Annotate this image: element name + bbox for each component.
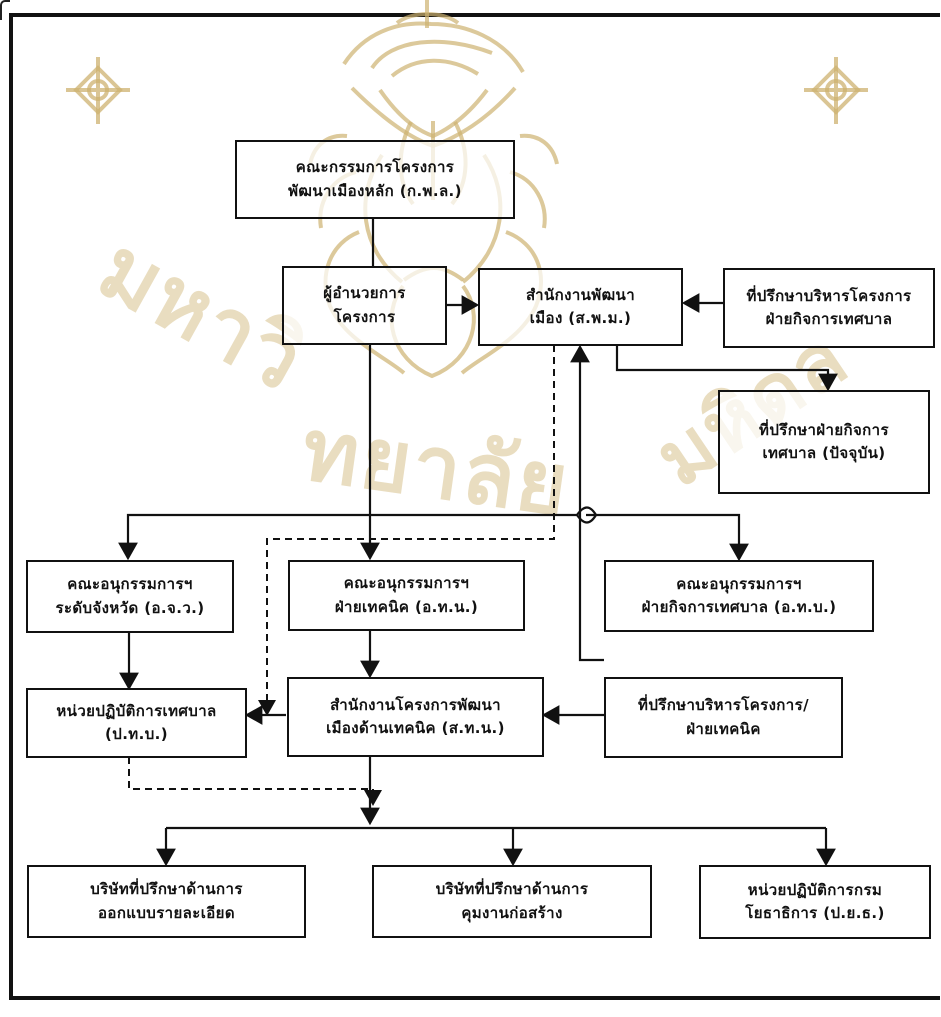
scan-corner-mark xyxy=(0,0,10,20)
municipal-operations-unit-line1: หน่วยปฏิบัติการเทศบาล xyxy=(56,701,217,720)
technical-project-office-box: สำนักงานโครงการพัฒนา เมืองด้านเทคนิค (ส.… xyxy=(287,677,544,757)
construction-supervision-consultant-box: บริษัทที่ปรึกษาด้านการ คุมงานก่อสร้าง xyxy=(372,865,652,938)
municipal-operations-unit-box: หน่วยปฏิบัติการเทศบาล (ป.ท.บ.) xyxy=(26,688,247,758)
municipal-affairs-advisor-box: ที่ปรึกษาฝ่ายกิจการ เทศบาล (ปัจจุบัน) xyxy=(718,390,930,494)
municipal-admin-advisor-line1: ที่ปรึกษาบริหารโครงการ xyxy=(746,286,912,305)
technical-admin-advisor-box: ที่ปรึกษาบริหารโครงการ/ ฝ่ายเทคนิค xyxy=(604,677,843,758)
steering-committee-label-line2: พัฒนาเมืองหลัก (ก.พ.ล.) xyxy=(288,181,462,200)
municipal-subcommittee-line1: คณะอนุกรรมการฯ xyxy=(676,574,802,593)
provincial-subcommittee-line2: ระดับจังหวัด (อ.จ.ว.) xyxy=(55,598,205,617)
public-works-unit-box: หน่วยปฏิบัติการกรม โยธาธิการ (ป.ย.ธ.) xyxy=(699,865,931,939)
technical-subcommittee-line1: คณะอนุกรรมการฯ xyxy=(343,574,470,593)
detailed-design-consultant-line2: ออกแบบรายละเอียด xyxy=(98,903,235,922)
dashed-operations-unit-to-consultants xyxy=(128,757,382,806)
diagram-frame xyxy=(9,13,940,1000)
public-works-unit-line2: โยธาธิการ (ป.ย.ธ.) xyxy=(745,904,885,922)
municipal-subcommittee-box: คณะอนุกรรมการฯ ฝ่ายกิจการเทศบาล (อ.ท.บ.) xyxy=(604,560,874,632)
arrow-to-provincial-subcommittee xyxy=(118,513,577,561)
technical-admin-advisor-line2: ฝ่ายเทคนิค xyxy=(686,719,761,738)
dashed-urban-office-to-operations-unit xyxy=(258,345,555,716)
urban-office-label-line1: สำนักงานพัฒนา xyxy=(525,285,636,304)
detailed-design-consultant-box: บริษัทที่ปรึกษาด้านการ ออกแบบรายละเอียด xyxy=(27,865,306,938)
technical-admin-advisor-line1: ที่ปรึกษาบริหารโครงการ/ xyxy=(638,696,809,715)
municipal-affairs-advisor-line2: เทศบาล (ปัจจุบัน) xyxy=(762,444,886,462)
arrow-to-municipal-subcommittee xyxy=(586,513,749,562)
provincial-subcommittee-line1: คณะอนุกรรมการฯ xyxy=(67,575,193,594)
crossing-hop-mark xyxy=(576,506,598,524)
municipal-subcommittee-line2: ฝ่ายกิจการเทศบาล (อ.ท.บ.) xyxy=(641,598,837,616)
municipal-admin-advisor-box: ที่ปรึกษาบริหารโครงการ ฝ่ายกิจการเทศบาล xyxy=(723,268,935,348)
technical-subcommittee-line2: ฝ่ายเทคนิค (อ.ท.น.) xyxy=(334,597,479,616)
municipal-operations-unit-line2: (ป.ท.บ.) xyxy=(105,725,168,743)
arrow-municipal-subcommittee-to-urban-office xyxy=(570,344,604,662)
construction-supervision-consultant-line1: บริษัทที่ปรึกษาด้านการ xyxy=(435,880,589,899)
steering-committee-box: คณะกรรมการโครงการ พัฒนาเมืองหลัก (ก.พ.ล.… xyxy=(235,140,515,219)
project-director-label-line2: โครงการ xyxy=(333,307,396,326)
technical-project-office-line2: เมืองด้านเทคนิค (ส.ท.น.) xyxy=(326,719,505,737)
project-director-label-line1: ผู้อำนวยการ xyxy=(323,284,406,303)
public-works-unit-line1: หน่วยปฏิบัติการกรม xyxy=(747,880,883,899)
steering-committee-label-line1: คณะกรรมการโครงการ xyxy=(295,158,455,177)
technical-project-office-line1: สำนักงานโครงการพัฒนา xyxy=(330,695,501,714)
project-director-box: ผู้อำนวยการ โครงการ xyxy=(282,266,447,345)
urban-development-office-box: สำนักงานพัฒนา เมือง (ส.พ.ม.) xyxy=(478,268,683,346)
detailed-design-consultant-line1: บริษัทที่ปรึกษาด้านการ xyxy=(90,880,243,899)
urban-office-label-line2: เมือง (ส.พ.ม.) xyxy=(529,309,632,327)
technical-subcommittee-box: คณะอนุกรรมการฯ ฝ่ายเทคนิค (อ.ท.น.) xyxy=(288,560,525,631)
arrow-urban-office-to-current-advisor xyxy=(615,345,838,392)
municipal-affairs-advisor-line1: ที่ปรึกษาฝ่ายกิจการ xyxy=(759,420,889,439)
provincial-subcommittee-box: คณะอนุกรรมการฯ ระดับจังหวัด (อ.จ.ว.) xyxy=(26,560,234,633)
municipal-admin-advisor-line2: ฝ่ายกิจการเทศบาล xyxy=(765,310,893,328)
construction-supervision-consultant-line2: คุมงานก่อสร้าง xyxy=(461,903,563,922)
